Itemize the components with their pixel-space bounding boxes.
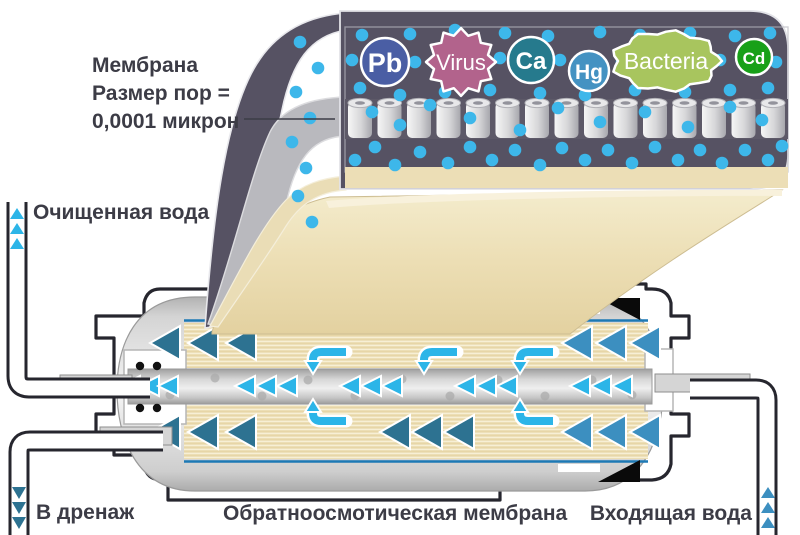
seal-step-bottom bbox=[558, 464, 600, 472]
contaminant-hg: Hg bbox=[567, 49, 611, 93]
purified-water-pipe bbox=[6, 202, 150, 399]
pore-cylinders bbox=[347, 97, 786, 138]
label-ro-membrane: Обратноосмотическая мембрана bbox=[223, 502, 568, 525]
water-molecule-dots bbox=[285, 23, 789, 229]
pipe-flow-arrows bbox=[10, 208, 775, 529]
contaminant-cd-label: Cd bbox=[743, 49, 766, 68]
note-pore-value: 0,0001 микрон bbox=[92, 110, 239, 133]
contaminant-hg-label: Hg bbox=[575, 61, 603, 84]
pipes bbox=[6, 202, 778, 535]
contaminant-ca-label: Ca bbox=[516, 48, 547, 75]
label-to-drain: В дренаж bbox=[36, 501, 135, 524]
o-ring-seals bbox=[135, 361, 162, 413]
contaminant-ca: Ca bbox=[506, 35, 556, 85]
contaminant-cd: Cd bbox=[734, 37, 774, 77]
band-sheet-layer bbox=[345, 167, 788, 188]
inlet-water-pipe bbox=[690, 378, 778, 535]
contaminant-virus: Virus bbox=[424, 26, 498, 98]
membrane-cross-section: Pb Virus Ca Hg Bacteria Cd bbox=[285, 10, 789, 229]
tube-perforations bbox=[165, 373, 637, 401]
membrane-curl-layers bbox=[204, 12, 347, 329]
contaminant-bacteria: Bacteria bbox=[612, 29, 724, 93]
label-inlet-water: Входящая вода bbox=[590, 502, 752, 525]
label-purified-water: Очищенная вода bbox=[33, 201, 209, 224]
contaminant-pb-label: Pb bbox=[368, 48, 403, 78]
contaminant-bacteria-label: Bacteria bbox=[624, 48, 709, 74]
wedge-seal-bottom bbox=[598, 460, 640, 482]
contaminant-virus-label: Virus bbox=[436, 50, 486, 75]
annotations: Мембрана Размер пор = 0,0001 микрон Очищ… bbox=[33, 54, 752, 525]
flow-arrows bbox=[117, 324, 661, 451]
note-membrane: Мембрана bbox=[92, 54, 198, 77]
note-pore-size: Размер пор = bbox=[92, 82, 230, 105]
drain-pipe bbox=[8, 430, 163, 535]
contaminant-pb: Pb bbox=[359, 36, 411, 88]
